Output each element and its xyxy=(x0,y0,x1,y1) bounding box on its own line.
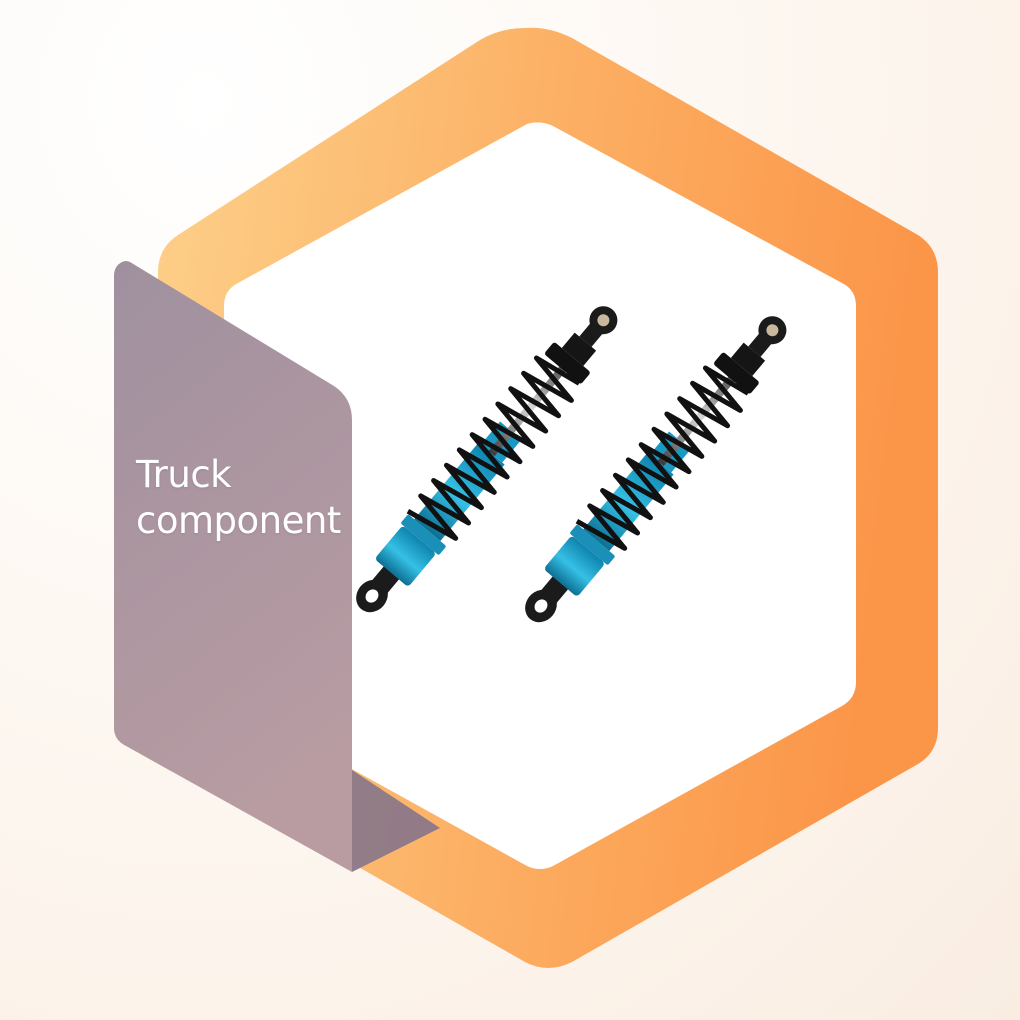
side-panel xyxy=(114,261,352,872)
shock-absorber-icon xyxy=(356,306,618,613)
banner-line-1: Truck xyxy=(136,453,232,496)
banner-label: Truck component xyxy=(136,452,356,544)
shock-absorber-icon xyxy=(525,316,787,623)
inner-panel xyxy=(224,122,856,869)
banner-line-2: component xyxy=(136,499,341,542)
panel-shadow xyxy=(352,770,440,872)
